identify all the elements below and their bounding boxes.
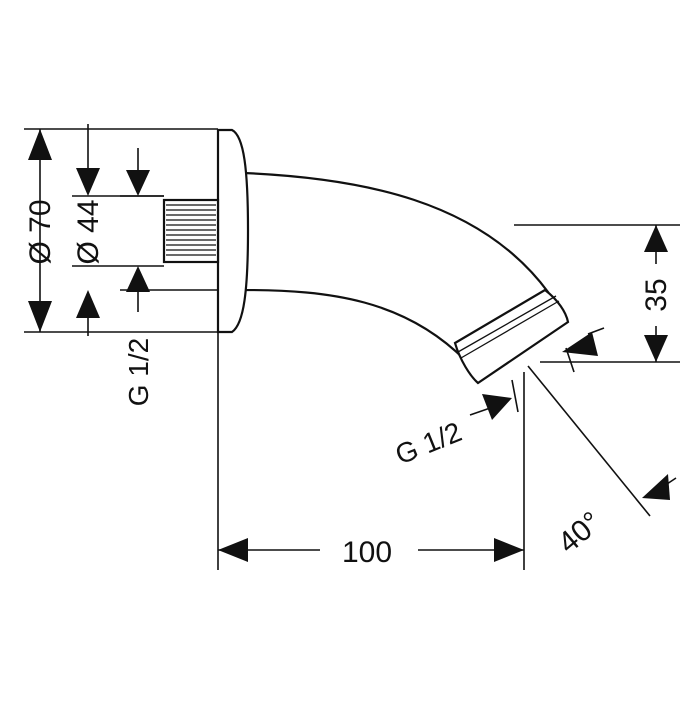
arrow-down bbox=[126, 170, 150, 196]
dimension-dia-70: Ø 70 bbox=[24, 129, 57, 332]
outlet-band-top bbox=[457, 295, 557, 353]
arrow-outlet-right bbox=[562, 332, 598, 356]
arrow-down bbox=[76, 168, 100, 196]
outlet-band-bottom bbox=[460, 300, 560, 359]
arrow-left bbox=[218, 538, 248, 562]
extension-lines bbox=[24, 128, 680, 570]
arrow-down bbox=[28, 301, 52, 332]
arrow-outlet-left bbox=[482, 394, 512, 420]
label-angle: 40° bbox=[552, 505, 608, 559]
arrow-right bbox=[494, 538, 524, 562]
outlet-head bbox=[453, 288, 570, 385]
dimension-length-100: 100 bbox=[218, 536, 524, 569]
arrow-down bbox=[644, 335, 668, 362]
label-dia-70: Ø 70 bbox=[24, 199, 57, 264]
shower-arm-part bbox=[162, 128, 570, 385]
dimension-angle-40: 40° bbox=[552, 474, 677, 560]
label-thread-wall: G 1/2 bbox=[123, 338, 154, 406]
label-dia-44: Ø 44 bbox=[72, 199, 105, 264]
thread-lines bbox=[166, 204, 216, 256]
label-thread-outlet: G 1/2 bbox=[391, 416, 466, 470]
arrow-angle bbox=[642, 474, 670, 500]
threaded-connector bbox=[162, 198, 220, 264]
dimension-thread-wall: G 1/2 bbox=[123, 148, 154, 406]
label-height: 35 bbox=[640, 278, 673, 311]
arrow-up bbox=[126, 266, 150, 292]
wall-flange bbox=[216, 128, 250, 334]
arrow-up bbox=[76, 290, 100, 318]
label-length: 100 bbox=[342, 536, 392, 569]
arrow-up bbox=[644, 225, 668, 252]
dimension-height-35: 35 bbox=[640, 225, 673, 362]
dimension-dia-44: Ø 44 bbox=[72, 124, 105, 336]
arrow-up bbox=[28, 129, 52, 160]
